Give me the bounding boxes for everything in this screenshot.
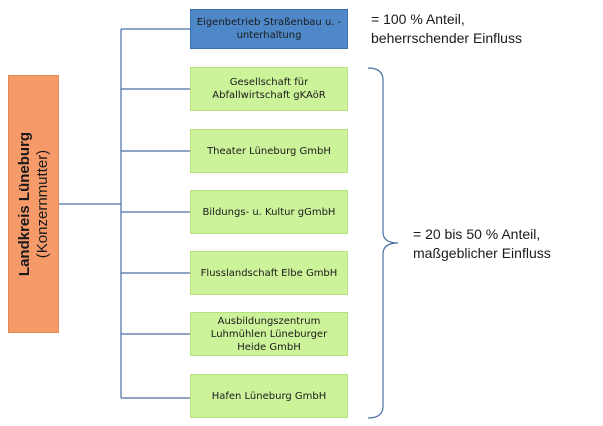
note-partial-ownership: = 20 bis 50 % Anteil, maßgeblicher Einfl… (413, 225, 551, 263)
entity-box-ausbildungszentrum: Ausbildungszentrum Luhmühlen Lüneburger … (190, 312, 348, 356)
entity-label: Bildungs- u. Kultur gGmbH (202, 206, 336, 218)
parent-entity-box: Landkreis Lüneburg (Konzernmutter) (8, 75, 59, 333)
note-partial-line2: maßgeblicher Einfluss (413, 245, 551, 261)
entity-label: Gesellschaft für Abfallwirtschaft gKAöR (212, 77, 326, 101)
entity-box-abfallwirtschaft: Gesellschaft für Abfallwirtschaft gKAöR (190, 67, 348, 111)
participation-brace (367, 67, 399, 419)
entity-box-flusslandschaft: Flusslandschaft Elbe GmbH (190, 251, 348, 295)
entity-box-theater: Theater Lüneburg GmbH (190, 129, 348, 173)
entity-label: Ausbildungszentrum Luhmühlen Lüneburger … (210, 315, 328, 353)
entity-label: Flusslandschaft Elbe GmbH (200, 267, 338, 279)
entity-box-bildung-kultur: Bildungs- u. Kultur gGmbH (190, 190, 348, 234)
entity-label: Eigenbetrieb Straßenbau u. - unterhaltun… (196, 17, 342, 41)
entity-label: Theater Lüneburg GmbH (207, 145, 331, 157)
note-partial-line1: = 20 bis 50 % Anteil, (413, 226, 541, 242)
entity-box-strassenbau: Eigenbetrieb Straßenbau u. - unterhaltun… (190, 9, 348, 49)
note-full-ownership: = 100 % Anteil, beherrschender Einfluss (371, 10, 522, 48)
note-full-line2: beherrschender Einfluss (371, 30, 522, 46)
entity-label: Hafen Lüneburg GmbH (211, 390, 327, 402)
note-full-line1: = 100 % Anteil, (371, 11, 465, 27)
entity-box-hafen: Hafen Lüneburg GmbH (190, 374, 348, 418)
